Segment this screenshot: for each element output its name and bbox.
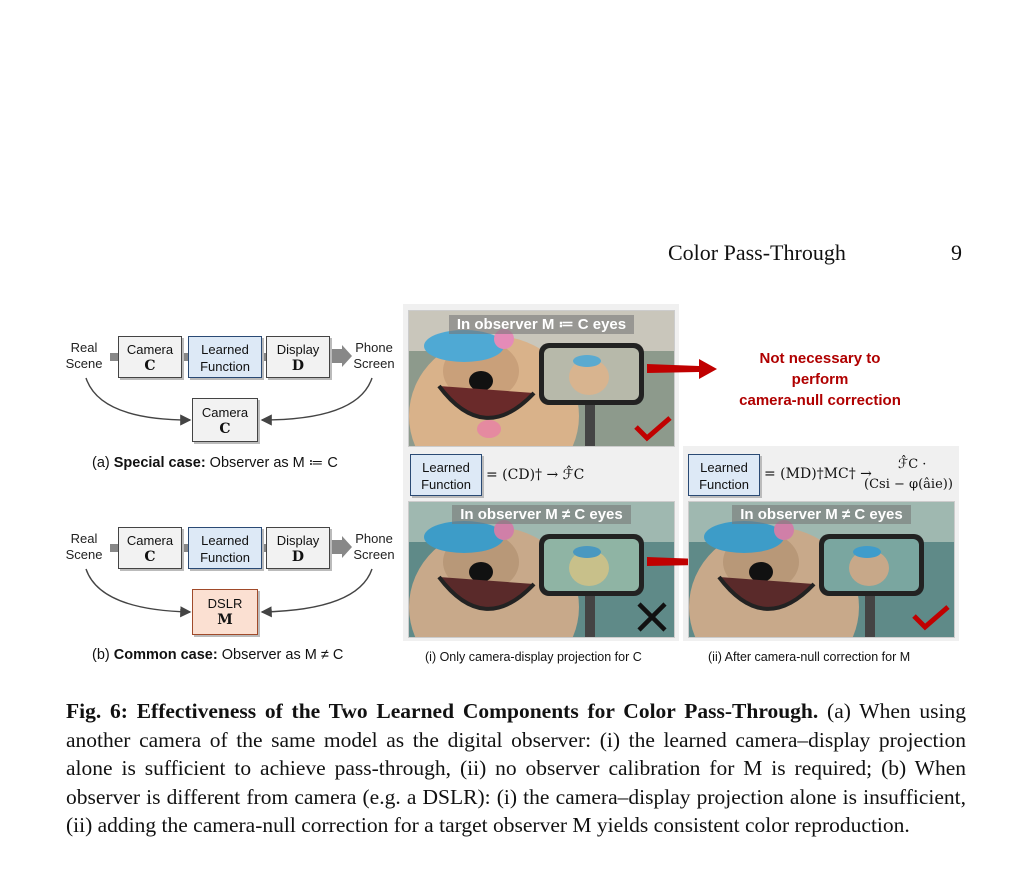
note-line3: camera-null correction [739, 392, 901, 409]
display-box-label: Display [276, 342, 320, 357]
plush-scene-image [409, 502, 674, 637]
figure-caption: Fig. 6: Effectiveness of the Two Learned… [66, 697, 966, 840]
connector-b2 [182, 544, 189, 552]
learned-line2: Function [200, 359, 250, 374]
photo-bottom-right-banner: In observer M ≠ C eyes [689, 505, 954, 524]
caption-a-prefix: (a) [92, 455, 114, 471]
observer-symbol: C [219, 421, 231, 437]
observer-box-label: Camera [201, 405, 249, 420]
arrow-b-phone [330, 536, 352, 558]
display-symbol: D [291, 549, 305, 565]
equation-right-top: ℱ̂C · [898, 457, 927, 472]
photo-top-banner-text: In observer M ≔ C eyes [448, 315, 635, 334]
phone-screen-label-a: Phone Screen [350, 340, 398, 372]
camera-box-b: Camera C [118, 527, 182, 569]
checkmark-icon [912, 605, 950, 631]
page-number: 9 [951, 240, 962, 265]
camera-box-a: Camera C [118, 336, 182, 378]
eq-right-line1: Learned [700, 460, 748, 475]
equation-right-bottom: (Csi − φ(âie)) [864, 477, 953, 492]
display-box-a: Display D [266, 336, 330, 378]
display-box-label: Display [276, 533, 320, 548]
figure-caption-text: (a) When using another camera of the sam… [66, 699, 966, 837]
curve-b-left [85, 568, 192, 618]
figure-caption-label: Fig. 6: Effectiveness of the Two Learned… [66, 699, 819, 723]
note-line1: Not necessary to [759, 350, 881, 367]
real-scene-line1: Real [70, 531, 98, 546]
eq-right-line2: Function [699, 477, 749, 492]
phone-screen-line1: Phone [355, 340, 393, 355]
learned-line1: Learned [201, 533, 249, 548]
real-scene-line1: Real [70, 340, 98, 355]
note-line2: perform [791, 371, 849, 388]
learned-function-box-eq-left: Learned Function [410, 454, 482, 496]
phone-screen-line2: Screen [353, 547, 395, 562]
real-scene-label-a: Real Scene [60, 340, 108, 372]
photo-bottom-left-banner-text: In observer M ≠ C eyes [452, 505, 631, 524]
camera-box-label: Camera [126, 342, 174, 357]
learned-line2: Function [200, 550, 250, 565]
running-header-title: Color Pass-Through [668, 240, 846, 265]
checkmark-icon [634, 416, 672, 442]
photo-bottom-right: In observer M ≠ C eyes [688, 501, 955, 638]
camera-box-label: Camera [126, 533, 174, 548]
curve-a-right [260, 377, 373, 426]
subcaption-right: (ii) After camera-null correction for M [708, 650, 911, 664]
learned-line1: Learned [201, 342, 249, 357]
photo-bottom-left: In observer M ≠ C eyes [408, 501, 675, 638]
curve-b-right [260, 568, 373, 618]
photo-top-banner: In observer M ≔ C eyes [409, 315, 674, 334]
learned-function-box-b: Learned Function [188, 527, 262, 569]
connector-a2 [182, 353, 189, 361]
equation-left: = (CD)† → ℱ̂C [486, 467, 585, 483]
real-scene-line2: Scene [65, 356, 103, 371]
cross-icon [637, 602, 667, 632]
learned-function-box-a: Learned Function [188, 336, 262, 378]
real-scene-label-b: Real Scene [60, 531, 108, 563]
connector-b1 [110, 544, 119, 552]
arrow-a-phone [330, 345, 352, 367]
observer-box-a: Camera C [192, 398, 258, 442]
photo-top-observer-c: In observer M ≔ C eyes [408, 310, 675, 447]
caption-a-rest: Observer as M ≔ C [205, 455, 338, 471]
photo-bottom-left-banner: In observer M ≠ C eyes [409, 505, 674, 524]
panel-a-caption: (a) Special case: Observer as M ≔ C [92, 455, 338, 471]
phone-screen-line1: Phone [355, 531, 393, 546]
red-arrow-top [647, 359, 717, 379]
curve-a-left [85, 377, 192, 426]
display-box-b: Display D [266, 527, 330, 569]
subcaption-left: (i) Only camera-display projection for C [425, 650, 642, 664]
caption-b-prefix: (b) [92, 647, 114, 663]
connector-a1 [110, 353, 119, 361]
photo-bottom-right-banner-text: In observer M ≠ C eyes [732, 505, 911, 524]
observer-box-label: DSLR [207, 596, 243, 611]
camera-symbol: C [144, 549, 156, 565]
plush-scene-image [689, 502, 954, 637]
phone-screen-label-b: Phone Screen [350, 531, 398, 563]
caption-a-bold: Special case: [113, 455, 206, 471]
real-scene-line2: Scene [65, 547, 103, 562]
connector-a3 [260, 353, 267, 361]
eq-left-line1: Learned [422, 460, 470, 475]
equation-right: = (MD)†MC† → [764, 466, 872, 482]
eq-left-line2: Function [421, 477, 471, 492]
phone-screen-line2: Screen [353, 356, 395, 371]
caption-b-bold: Common case: [113, 647, 218, 663]
display-symbol: D [291, 358, 305, 374]
caption-b-rest: Observer as M ≠ C [217, 647, 344, 663]
observer-box-b: DSLR M [192, 589, 258, 635]
camera-symbol: C [144, 358, 156, 374]
panel-b-caption: (b) Common case: Observer as M ≠ C [92, 647, 343, 663]
observer-symbol: M [217, 612, 233, 628]
learned-function-box-eq-right: Learned Function [688, 454, 760, 496]
connector-b3 [260, 544, 267, 552]
not-necessary-note: Not necessary to perform camera-null cor… [720, 348, 920, 411]
